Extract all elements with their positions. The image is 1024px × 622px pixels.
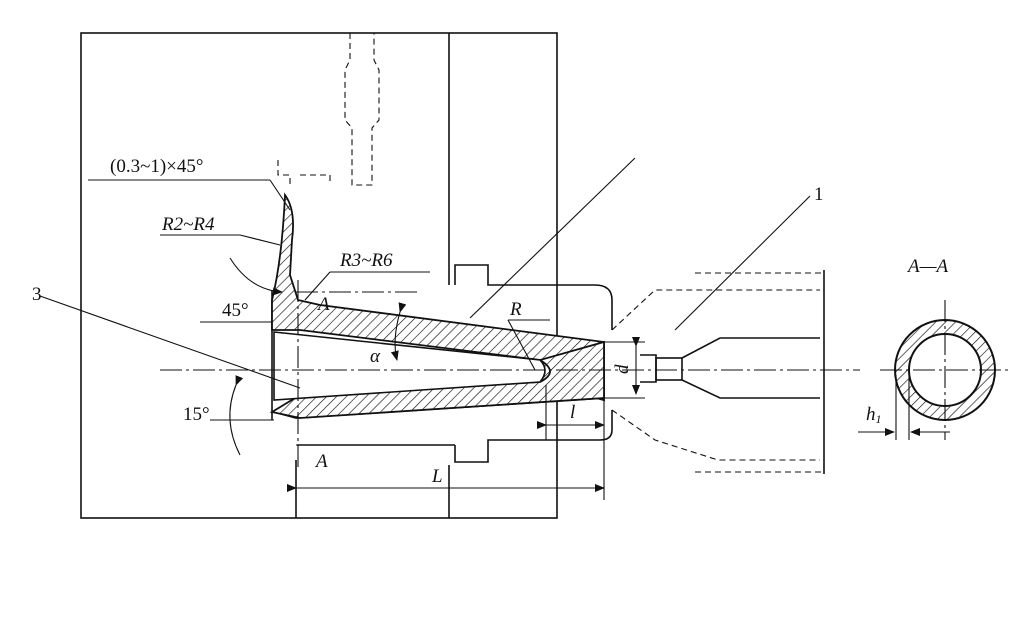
r2-r4-label: R2~R4 — [161, 214, 215, 235]
r3-r6-label: R3~R6 — [339, 250, 393, 271]
centre-lines — [160, 280, 860, 470]
ejector-pin — [277, 33, 380, 186]
section-a-top-label: A — [316, 294, 330, 315]
angle-15-label: 15° — [183, 404, 210, 425]
radius-r-label: R — [509, 299, 522, 320]
leaders — [39, 157, 811, 421]
d-label: d — [612, 364, 633, 374]
part-3-label: 3 — [32, 284, 42, 305]
small-l-label: l — [570, 402, 575, 423]
big-l-label: L — [431, 466, 443, 487]
h1-label: h1 — [866, 404, 882, 426]
angle-45-label: 45° — [222, 300, 249, 321]
section-title: A—A — [906, 256, 949, 277]
alpha-label: α — [370, 346, 381, 367]
section-view-a-a — [858, 300, 1012, 440]
chamfer-label: (0.3~1)×45° — [110, 156, 204, 177]
angle-marks — [229, 257, 407, 456]
slider-rod — [611, 270, 825, 474]
part-1-label: 1 — [814, 184, 824, 205]
dimensions — [287, 337, 645, 500]
section-a-bottom-label: A — [314, 451, 328, 472]
